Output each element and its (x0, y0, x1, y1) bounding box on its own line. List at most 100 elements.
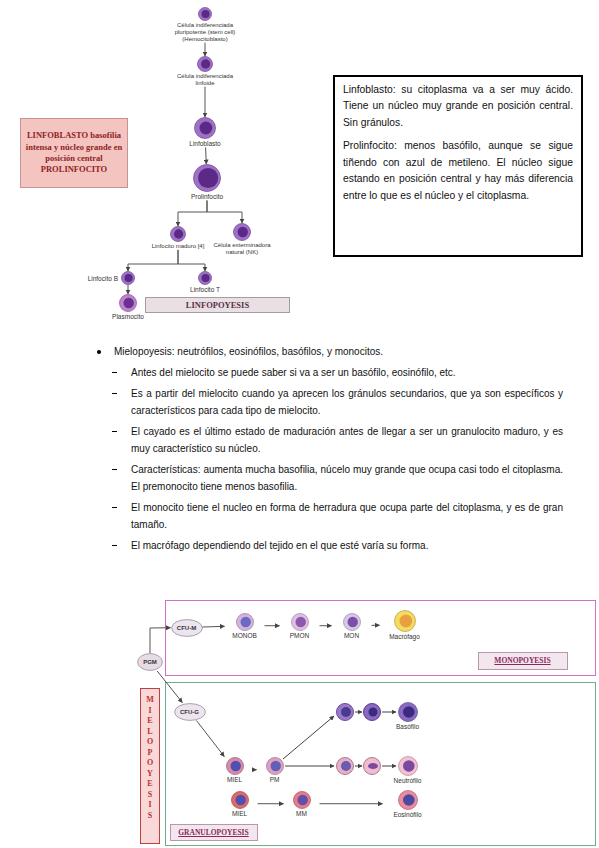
oval-outline (174, 703, 205, 720)
bullet-mark (112, 545, 117, 546)
progenitor-oval: CFU-G (174, 703, 206, 721)
bullet-list: Mielopoyesis: neutrófilos, eosinófilos, … (95, 343, 563, 558)
arrow-connector (253, 769, 257, 770)
cell-shape (222, 791, 258, 809)
cell-shape (175, 117, 235, 139)
list-item: Antes del mielocito se puede saber si va… (95, 364, 563, 381)
node-label: GRANULOPOYESIS (178, 828, 248, 837)
cell-node: Basófilo (383, 702, 433, 730)
bullet-mark (112, 393, 117, 394)
progenitor-oval: CFU-M (171, 619, 203, 637)
node-label: Linfocito B (88, 275, 118, 282)
node-label: PM (257, 776, 293, 783)
cell-nucleus (202, 274, 210, 282)
cell-symbol (120, 295, 137, 312)
cell-shape (145, 226, 211, 242)
cell-node: Eosinófilo (383, 790, 433, 818)
connectors (128, 43, 383, 804)
node-label: LINFOBLASTO basofilia intensa y núcleo g… (24, 130, 124, 176)
cell-symbol (194, 165, 221, 192)
cell-shape (332, 613, 372, 631)
arrow-connector (178, 200, 207, 226)
arrow-connector (205, 147, 207, 164)
group-label-box: GRANULOPOYESIS (170, 824, 258, 841)
arrow-line (355, 766, 362, 767)
cell-nucleus (403, 760, 415, 772)
list-item: El macrófago dependiendo del tejido en e… (95, 537, 563, 554)
cell-symbol (398, 756, 417, 775)
cell-nucleus (125, 274, 133, 282)
node-label: Linfocito maduro [4] (145, 243, 211, 250)
list-item: Mielopoyesis: neutrófilos, eosinófilos, … (95, 343, 563, 360)
cell-symbol (234, 224, 251, 241)
cell-shape (180, 271, 230, 285)
arrow-connector (203, 626, 225, 628)
node-label: PGM (137, 653, 163, 671)
cell-nucleus (270, 760, 280, 770)
list-text: Antes del mielocito se puede saber si va… (131, 364, 563, 381)
node-label: Prolinfocito: menos basófilo, aunque se … (343, 138, 573, 204)
group-frame: GRANULOPOYESISCFU-GBasófiloMIELPMNeutróf… (165, 682, 596, 846)
list-text: El cayado es el último estado de madurac… (131, 423, 563, 457)
cell-nucleus (347, 616, 357, 626)
cell-node: PMON (280, 613, 320, 639)
cell-nucleus (201, 59, 210, 68)
node-label: MM (284, 810, 320, 817)
cell-node: Prolinfocito (177, 164, 237, 200)
list-text: El macrófago dependiendo del tejido en e… (131, 537, 563, 554)
note-box: Linfoblasto: su citoplasma va a ser muy … (333, 75, 583, 257)
cell-shape (177, 164, 237, 192)
node-label: MIEL (217, 776, 253, 783)
cell-node: MONOB (225, 613, 265, 639)
cell-shape (383, 702, 433, 722)
cell-node: Linfocito T (180, 271, 230, 293)
cell-nucleus (295, 616, 305, 626)
arrow-line (382, 766, 396, 767)
cell-shape (173, 56, 237, 72)
arrow-connector (128, 285, 129, 294)
cell-nucleus (399, 614, 412, 627)
cell-symbol (398, 702, 417, 721)
title-band: LINFOPOYESIS (145, 297, 290, 313)
cell-nucleus (235, 794, 245, 804)
cell-shape (210, 223, 274, 241)
arrow-connector (265, 625, 280, 626)
arrow-connector (196, 721, 224, 757)
node-label: Eosinófilo (383, 811, 433, 818)
cell-symbol (364, 704, 381, 721)
cell-symbol (195, 118, 216, 139)
cell-shape (280, 613, 320, 631)
arrow-lines (283, 712, 396, 766)
arrow-connector (320, 803, 383, 804)
node-label: Plasmocito (103, 313, 153, 320)
cell-nucleus (403, 794, 415, 806)
cell-symbol (291, 613, 308, 630)
cell-symbol (199, 8, 212, 21)
cell-shape (380, 610, 430, 632)
cell-nucleus (238, 227, 248, 237)
node-label: Linfocito T (180, 286, 230, 293)
list-item: Es a partir del mielocito cuando ya apre… (95, 385, 563, 419)
node-label: MONOPOYESIS (494, 656, 550, 665)
node-label: CFU-G (174, 703, 206, 721)
cell-symbol (343, 613, 360, 630)
progenitor-oval: PGM (137, 653, 163, 671)
cell-illustration (337, 704, 381, 775)
arrow-connector (205, 87, 206, 117)
cell-node: Macrófago (380, 610, 430, 640)
cell-nucleus (202, 10, 210, 18)
arrow-connector (205, 43, 206, 56)
cell-shape (383, 756, 433, 776)
cell-symbol (394, 610, 415, 631)
cell-node: Célula indiferenciada linfoide (173, 56, 237, 87)
cell-nucleus (124, 298, 134, 308)
cell-node: MON (332, 613, 372, 639)
list-text: Mielopoyesis: neutrófilos, eosinófilos, … (114, 343, 563, 360)
cell-node: PM (257, 757, 293, 783)
cell-node: Célula indiferenciada pluripotente (stem… (165, 7, 245, 43)
cell-symbol (337, 758, 354, 775)
node-label: CFU-M (171, 619, 203, 637)
cell-symbol (364, 758, 381, 775)
node-label: Célula exterminadora natural (NK) (210, 242, 274, 256)
